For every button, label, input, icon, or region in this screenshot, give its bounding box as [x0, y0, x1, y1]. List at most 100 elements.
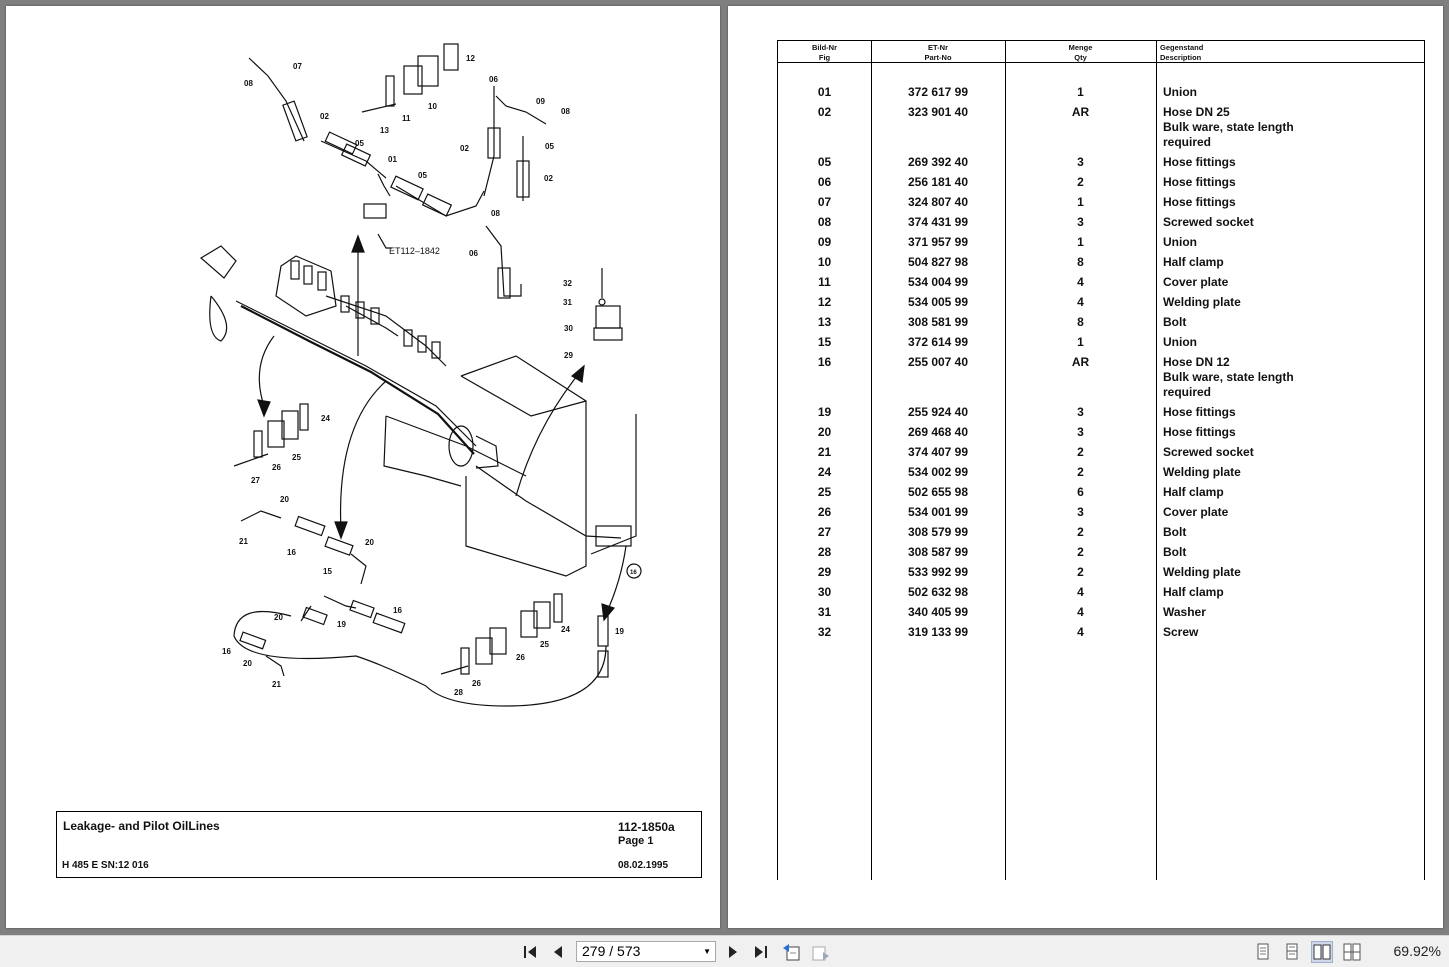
part-number: 374 407 99: [907, 445, 969, 459]
description: Screw: [1163, 625, 1423, 640]
part-number: 308 579 99: [907, 525, 969, 539]
callout-label: 24: [321, 414, 330, 423]
part-number: 374 431 99: [907, 215, 969, 229]
callout-label: 11: [402, 114, 411, 123]
go-back-view-button[interactable]: [781, 942, 801, 962]
description: Hose fittings: [1163, 425, 1423, 440]
part-number: 269 392 40: [907, 155, 969, 169]
next-page-button[interactable]: [723, 942, 743, 962]
part-number: 534 001 99: [907, 505, 969, 519]
header-part-en: Part-No: [924, 53, 952, 62]
continuous-page-icon: [1286, 943, 1298, 960]
continuous-facing-view-button[interactable]: [1341, 941, 1363, 963]
zoom-level[interactable]: 69.92%: [1393, 943, 1441, 959]
description-line: required: [1163, 135, 1212, 149]
part-number: 534 005 99: [907, 295, 969, 309]
description-line: Half clamp: [1163, 485, 1224, 499]
description-line: Washer: [1163, 605, 1206, 619]
description-line: Half clamp: [1163, 585, 1224, 599]
right-page: Bild-Nr Fig ET-Nr Part-No Menge Qty Gege…: [728, 6, 1443, 928]
fig-number: 01: [817, 85, 832, 99]
description: Bolt: [1163, 315, 1423, 330]
description: Cover plate: [1163, 505, 1423, 520]
fig-number: 19: [817, 405, 832, 419]
facing-pages-view-button[interactable]: [1311, 941, 1333, 963]
part-number: 372 614 99: [907, 335, 969, 349]
callout-label: 29: [564, 351, 573, 360]
description: Cover plate: [1163, 275, 1423, 290]
description: Washer: [1163, 605, 1423, 620]
callout-label: 08: [561, 107, 570, 116]
callout-label: 28: [454, 688, 463, 697]
callout-label: 02: [320, 112, 329, 121]
fig-number: 11: [818, 275, 831, 289]
description: Welding plate: [1163, 295, 1423, 310]
quantity: 1: [1077, 335, 1084, 349]
part-number: 533 992 99: [907, 565, 969, 579]
page-label: Page 1: [618, 835, 654, 847]
part-number: 308 587 99: [907, 545, 969, 559]
callout-label: 05: [355, 139, 364, 148]
fig-number: 21: [817, 445, 832, 459]
continuous-view-button[interactable]: [1281, 941, 1303, 963]
last-page-button[interactable]: [751, 942, 771, 962]
quantity: 2: [1077, 465, 1084, 479]
part-number: 371 957 99: [907, 235, 969, 249]
description: Bolt: [1163, 525, 1423, 540]
callout-label: 13: [380, 126, 389, 135]
previous-page-icon: [554, 946, 562, 958]
callout-label: 20: [274, 613, 283, 622]
fig-number: 28: [817, 545, 832, 559]
callout-label: 06: [469, 249, 478, 258]
dropdown-caret-icon: ▼: [703, 947, 711, 956]
quantity: 1: [1077, 195, 1084, 209]
description-line: Screwed socket: [1163, 215, 1254, 229]
description: Hose fittings: [1163, 405, 1423, 420]
callout-label: 20: [243, 659, 252, 668]
callout-label: 31: [563, 298, 572, 307]
part-number: 504 827 98: [907, 255, 969, 269]
description: Bolt: [1163, 545, 1423, 560]
header-part-de: ET-Nr: [927, 43, 948, 52]
callout-label: 26: [272, 463, 281, 472]
quantity: 1: [1077, 235, 1084, 249]
callout-label: 20: [280, 495, 289, 504]
circle-callout-label: 16: [630, 570, 637, 576]
first-page-button[interactable]: [520, 942, 540, 962]
previous-page-button[interactable]: [548, 942, 568, 962]
description-line: Hose fittings: [1163, 155, 1236, 169]
part-number: 308 581 99: [907, 315, 969, 329]
header-qty-en: Qty: [1074, 53, 1087, 62]
fig-number: 32: [817, 625, 832, 639]
callout-label: 02: [544, 174, 553, 183]
quantity: 4: [1077, 605, 1084, 619]
single-page-view-button[interactable]: [1252, 941, 1274, 963]
quantity: 3: [1077, 155, 1084, 169]
part-number: 502 632 98: [907, 585, 969, 599]
description: Half clamp: [1163, 585, 1423, 600]
viewer-toolbar: 279 / 573 ▼ 69.92%: [0, 935, 1449, 967]
description: Hose fittings: [1163, 195, 1423, 210]
fig-number: 13: [817, 315, 832, 329]
callout-label: 15: [323, 567, 332, 576]
continuous-facing-icon: [1343, 943, 1361, 961]
quantity: 2: [1077, 525, 1084, 539]
callout-label: 16: [393, 606, 402, 615]
part-number: 256 181 40: [907, 175, 969, 189]
page-number-input[interactable]: 279 / 573 ▼: [576, 941, 716, 962]
description-line: Hose fittings: [1163, 425, 1236, 439]
description-line: required: [1163, 385, 1212, 399]
fig-number: 05: [817, 155, 832, 169]
fig-number: 06: [817, 175, 832, 189]
callout-label: 21: [239, 537, 248, 546]
description-line: Hose fittings: [1163, 175, 1236, 189]
go-forward-view-button[interactable]: [811, 942, 831, 962]
fig-number: 31: [817, 605, 832, 619]
part-number: 502 655 98: [907, 485, 969, 499]
part-number: 324 807 40: [907, 195, 969, 209]
quantity: 3: [1077, 215, 1084, 229]
reference-label: ET112–1842: [389, 246, 440, 256]
callout-label: 21: [272, 680, 281, 689]
description-line: Half clamp: [1163, 255, 1224, 269]
